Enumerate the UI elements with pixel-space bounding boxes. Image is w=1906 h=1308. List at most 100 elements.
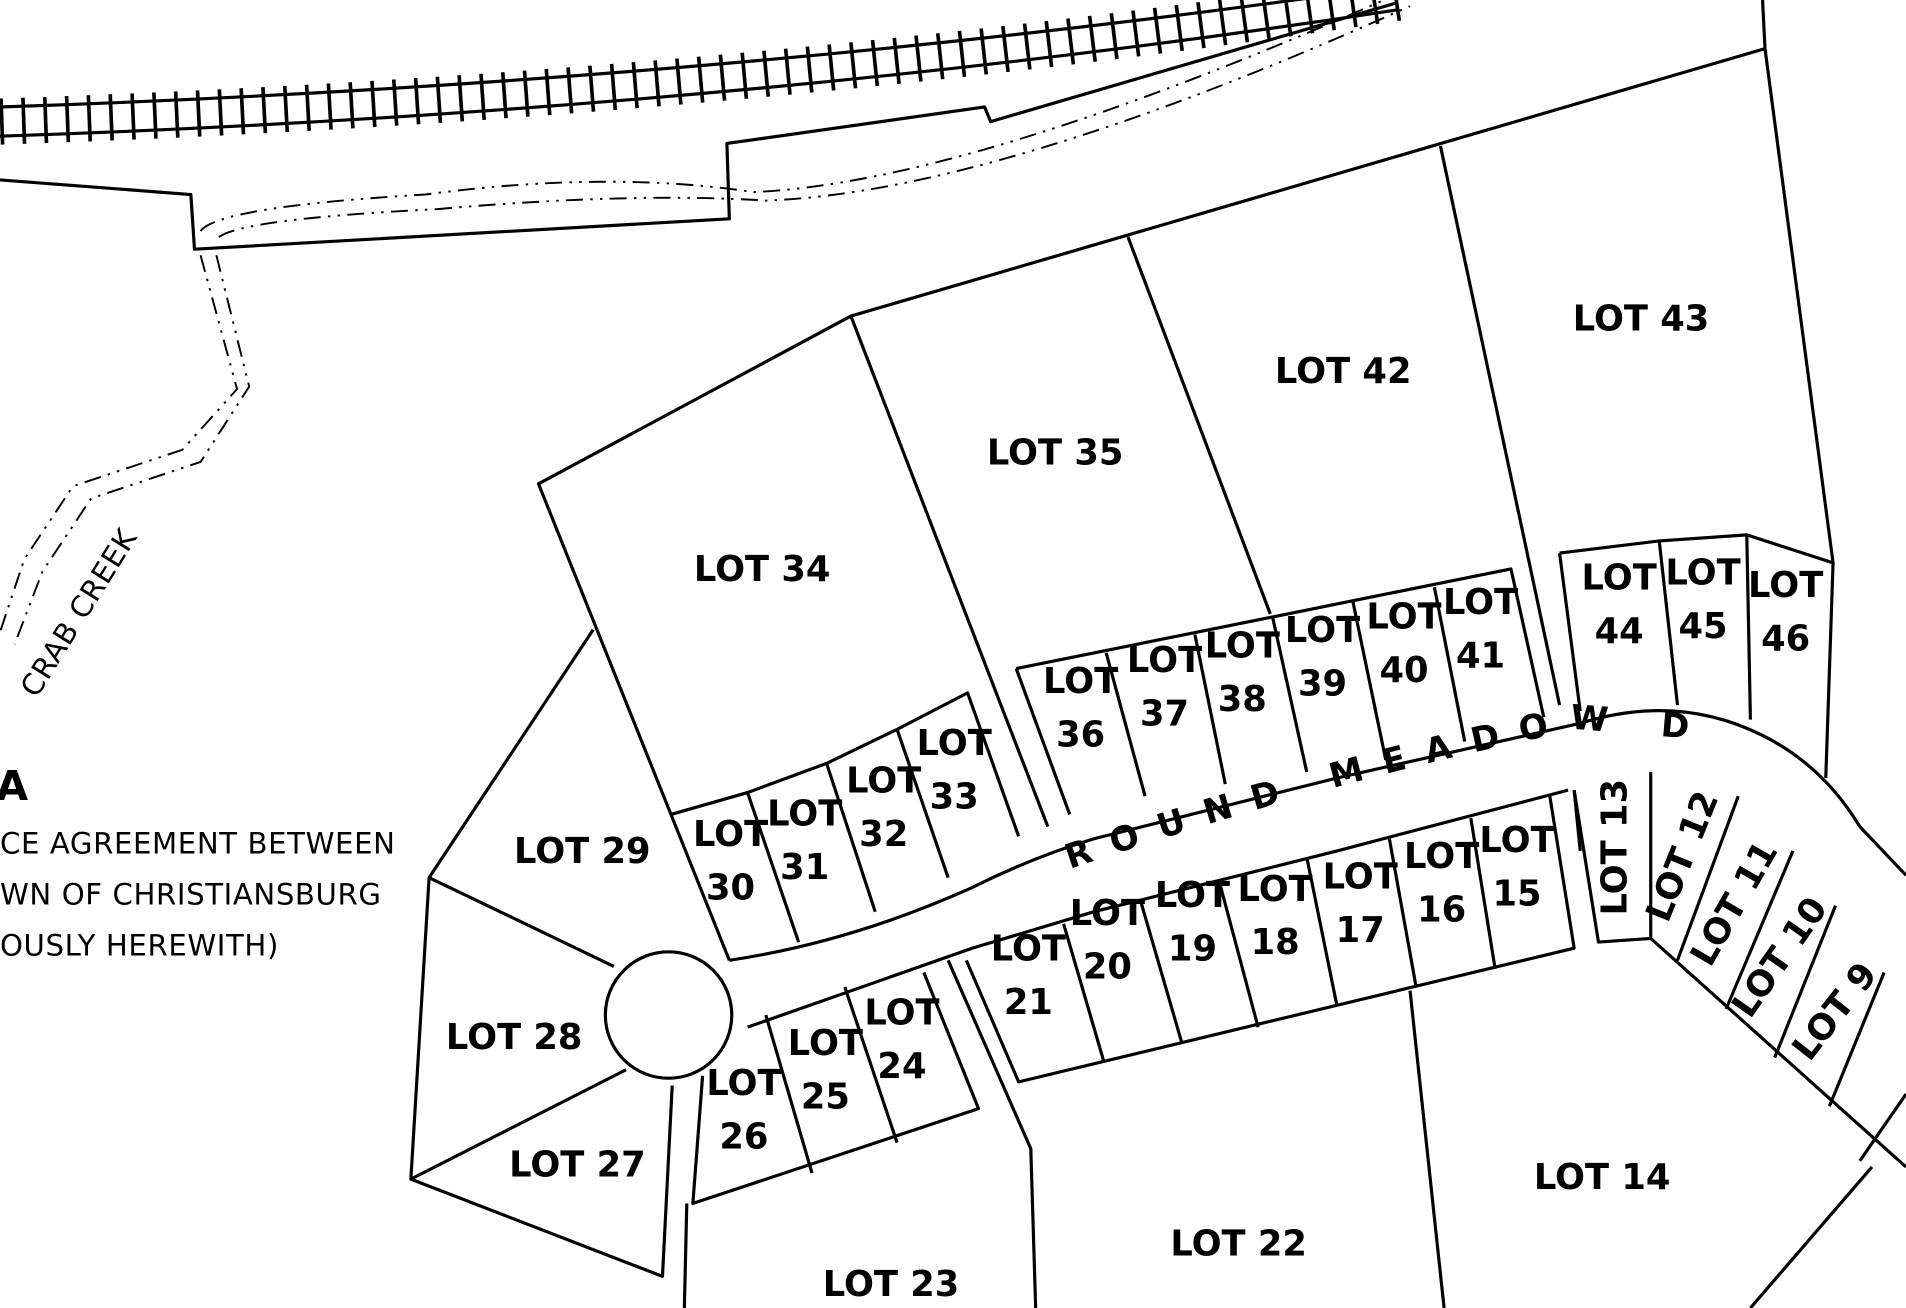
- lot-label-line: 15: [1492, 874, 1541, 915]
- lot-label-line: LOT: [1582, 558, 1657, 599]
- lot-label-20: LOT 20: [1070, 893, 1145, 987]
- lot-label-line: LOT: [1205, 626, 1280, 667]
- lot-label-22: LOT 22: [1170, 1224, 1307, 1265]
- lot-label-26: LOT 26: [706, 1063, 781, 1157]
- property-boundary: [0, 0, 1399, 251]
- lot-label-line: 46: [1761, 618, 1810, 659]
- lot-label-line: 31: [780, 847, 829, 888]
- lot-label-line: LOT: [846, 761, 921, 802]
- lot-label-21: LOT 21: [991, 928, 1066, 1022]
- road-name-label: ROUND MEADOW DR.: [0, 0, 1691, 878]
- lot-label-line: LOT: [1479, 820, 1554, 861]
- lot-label-line: LOT: [1070, 893, 1145, 934]
- lot-label-line: LOT: [1366, 596, 1441, 637]
- lot-label-line: 44: [1595, 611, 1644, 652]
- lot-label-line: LOT 34: [694, 549, 831, 590]
- lot-label-36: LOT 36: [1043, 661, 1118, 755]
- lot-label-18: LOT 18: [1238, 869, 1313, 963]
- lot-label-29: LOT 29: [514, 831, 651, 872]
- lot-label-line: LOT: [1404, 836, 1479, 877]
- lot-label-line: LOT: [693, 814, 768, 855]
- lot-label-13: LOT 13: [1594, 779, 1635, 916]
- lot-label-line: 18: [1251, 922, 1300, 963]
- lot-label-line: LOT 13: [1594, 779, 1635, 916]
- note-line-3: OUSLY HEREWITH): [0, 928, 279, 962]
- lot-label-line: 37: [1140, 694, 1189, 735]
- note-heading: A: [0, 762, 28, 810]
- lot-label-line: LOT: [1155, 875, 1230, 916]
- crab-creek: [0, 0, 1411, 645]
- lot-label-17: LOT 17: [1323, 857, 1398, 951]
- lot-label-line: 33: [930, 776, 979, 817]
- lot-label-27: LOT 27: [509, 1145, 646, 1186]
- lot-label-44: LOT 44: [1582, 558, 1657, 652]
- lot-label-46: LOT 46: [1748, 565, 1823, 659]
- lot-label-line: LOT 28: [446, 1017, 583, 1058]
- note-line-1: CE AGREEMENT BETWEEN: [0, 826, 396, 860]
- lot-label-line: LOT 43: [1573, 299, 1710, 340]
- lot-label-line: LOT: [1043, 661, 1118, 702]
- lot-label-24: LOT 24: [864, 993, 939, 1087]
- lot-label-41: LOT 41: [1443, 582, 1518, 676]
- lot-label-line: LOT: [1443, 582, 1518, 623]
- lot-label-39: LOT 39: [1285, 610, 1360, 704]
- note-line-2: WN OF CHRISTIANSBURG: [0, 877, 382, 911]
- lot-label-28: LOT 28: [446, 1017, 583, 1058]
- lot-label-30: LOT 30: [693, 814, 768, 908]
- property-boundary-east: [1760, 0, 1835, 779]
- lot-label-line: LOT: [864, 993, 939, 1034]
- lot-label-line: 39: [1298, 663, 1347, 704]
- lot-label-line: LOT: [917, 723, 992, 764]
- lot-label-line: 36: [1056, 714, 1105, 755]
- lot-label-line: LOT: [706, 1063, 781, 1104]
- lot-label-23: LOT 23: [823, 1264, 960, 1305]
- lot-label-line: LOT 29: [514, 831, 651, 872]
- lot-label-line: LOT: [991, 928, 1066, 969]
- lot-label-line: 16: [1417, 889, 1466, 930]
- lot-label-line: 26: [719, 1117, 768, 1158]
- lot-label-16: LOT 16: [1404, 836, 1479, 930]
- railroad-tracks: [0, 0, 1402, 145]
- lot-label-line: LOT: [1127, 640, 1202, 681]
- lot-label-line: 24: [877, 1046, 926, 1087]
- lot-label-31: LOT 31: [767, 793, 842, 887]
- lot-label-line: 40: [1379, 650, 1428, 691]
- lot-label-line: 45: [1678, 606, 1727, 647]
- lot-label-line: LOT 23: [823, 1264, 960, 1305]
- lot-label-line: 20: [1083, 947, 1132, 988]
- lot-label-line: LOT 9: [1784, 955, 1885, 1069]
- lot-label-line: 19: [1168, 928, 1217, 969]
- lot-label-33: LOT 33: [917, 723, 992, 817]
- lot-label-line: LOT: [1748, 565, 1823, 606]
- lot-label-line: LOT 22: [1170, 1224, 1307, 1265]
- lot-label-line: 25: [801, 1077, 850, 1118]
- lot-label-34: LOT 34: [694, 549, 831, 590]
- lot-label-line: 30: [706, 868, 755, 909]
- lot-label-line: 21: [1004, 982, 1053, 1023]
- lot-label-14: LOT 14: [1534, 1157, 1671, 1198]
- lot-label-19: LOT 19: [1155, 875, 1230, 969]
- lot-label-40: LOT 40: [1366, 596, 1441, 690]
- lot-label-line: LOT: [1323, 857, 1398, 898]
- lot-label-line: LOT 42: [1275, 351, 1412, 392]
- lot-label-line: 32: [859, 814, 908, 855]
- lot-label-35: LOT 35: [987, 432, 1124, 473]
- lot-label-line: LOT: [1285, 610, 1360, 651]
- lot-label-42: LOT 42: [1275, 351, 1412, 392]
- lot-label-line: LOT 14: [1534, 1157, 1671, 1198]
- creek-label: CRAB CREEK: [14, 522, 144, 702]
- lot-label-line: LOT: [767, 793, 842, 834]
- lot-lines: [409, 47, 1906, 1308]
- lot-label-32: LOT 32: [846, 761, 921, 855]
- lot-label-line: LOT 35: [987, 432, 1124, 473]
- lot-label-line: 41: [1456, 635, 1505, 676]
- lot-label-line: 17: [1336, 910, 1385, 951]
- road-name-text: ROUND MEADOW DR.: [0, 0, 1691, 878]
- lot-label-line: LOT: [1238, 869, 1313, 910]
